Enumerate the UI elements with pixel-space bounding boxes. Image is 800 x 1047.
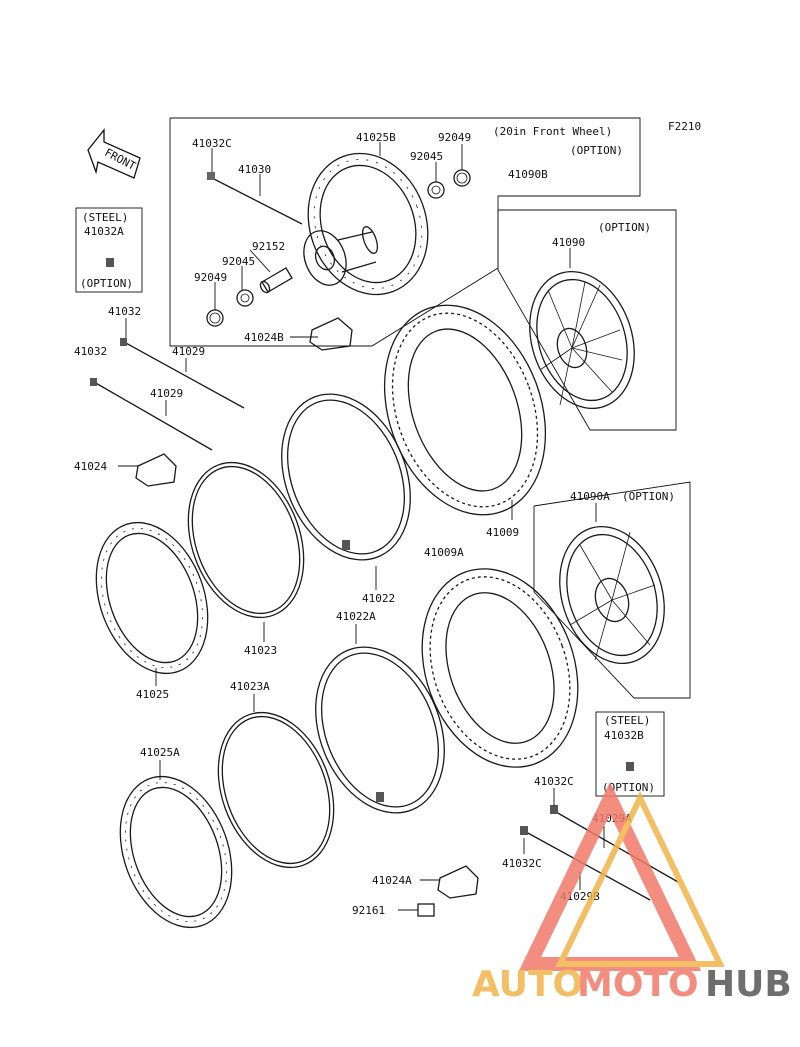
watermark-logo: AUTO MOTO HUB [472,781,792,1005]
label-41009A: 41009A [424,546,464,559]
steel-label-a: (STEEL) [82,211,128,224]
label-41024B: 41024B [244,331,284,344]
label-41009: 41009 [486,526,519,539]
option-label-41090A: (OPTION) [622,490,675,503]
label-41032-a: 41032 [108,305,141,318]
part-92161 [417,903,435,917]
nipple-41032B [626,762,634,771]
rim-band-41023 [187,461,305,619]
hub-assembly [303,226,379,286]
axle-41030 [211,177,303,225]
nut-41032C-top [207,172,215,180]
seal-92049-top [453,169,471,187]
label-41022A: 41022A [336,610,376,623]
label-41023: 41023 [244,644,277,657]
label-41032A: 41032A [84,225,124,238]
label-92049-top: 92049 [438,131,471,144]
rim-41025B [307,152,429,296]
label-41032-b: 41032 [74,345,107,358]
part-labels: 41032C 41025B 92049 92045 41030 41090B 9… [74,131,675,917]
label-92161: 92161 [352,904,385,917]
label-92045-top: 92045 [410,150,443,163]
label-92152: 92152 [252,240,285,253]
label-41024: 41024 [74,460,107,473]
label-41090B: 41090B [508,168,548,181]
label-41090: 41090 [552,236,585,249]
tire-41009A [421,568,579,768]
rim-band-41023A [217,711,335,869]
rim-41025 [95,521,209,675]
front-arrow-icon: FRONT [87,128,141,179]
rim-41025A [119,775,233,929]
label-41025A: 41025A [140,746,180,759]
rim-lock-41024A [437,865,479,899]
label-41025: 41025 [136,688,169,701]
leader-lines [118,142,605,911]
label-41022: 41022 [362,592,395,605]
option-box-title-1: (20in Front Wheel) [493,125,612,138]
bearing-92045-top [427,181,445,199]
watermark-auto: AUTO [472,964,583,1005]
label-41032C-top: 41032C [192,137,232,150]
seal-92049-bot [206,309,224,327]
steel-box-41032B: (STEEL) 41032B (OPTION) [595,711,665,797]
tube-41022A [315,646,445,814]
label-41029-b: 41029 [150,387,183,400]
tube-41022 [281,393,411,561]
steel-box-41032A: (STEEL) 41032A (OPTION) [75,207,143,293]
label-41030: 41030 [238,163,271,176]
watermark-hub: HUB [705,964,792,1005]
watermark-moto: MOTO [577,964,699,1005]
label-41090A: 41090A [570,490,610,503]
option-box-41090A [533,481,691,699]
diagram-id: F2210 [668,120,701,133]
label-92045-bot: 92045 [222,255,255,268]
option-box-41090: (OPTION) [497,209,677,431]
collar-92152 [259,267,293,294]
bearing-92045-bot [236,289,254,307]
label-41032C-b: 41032C [502,857,542,870]
rim-lock-41024B [309,317,353,351]
label-41032C-a: 41032C [534,775,574,788]
spokes-41029 [90,338,245,451]
tire-41009 [383,304,547,516]
label-41029-a: 41029 [172,345,205,358]
label-41025B: 41025B [356,131,396,144]
option-label-a: (OPTION) [80,277,133,290]
option-box-20in: (20in Front Wheel) (OPTION) [169,117,641,347]
label-92049-bot: 92049 [194,271,227,284]
rim-lock-41024 [135,453,177,487]
label-41024A: 41024A [372,874,412,887]
option-label-b: (OPTION) [602,781,655,794]
steel-label-b: (STEEL) [604,714,650,727]
label-41023A: 41023A [230,680,270,693]
option-box-title-2: (OPTION) [570,144,623,157]
label-41032B: 41032B [604,729,644,742]
nipple-41032A [106,258,114,267]
option-label-41090: (OPTION) [598,221,651,234]
